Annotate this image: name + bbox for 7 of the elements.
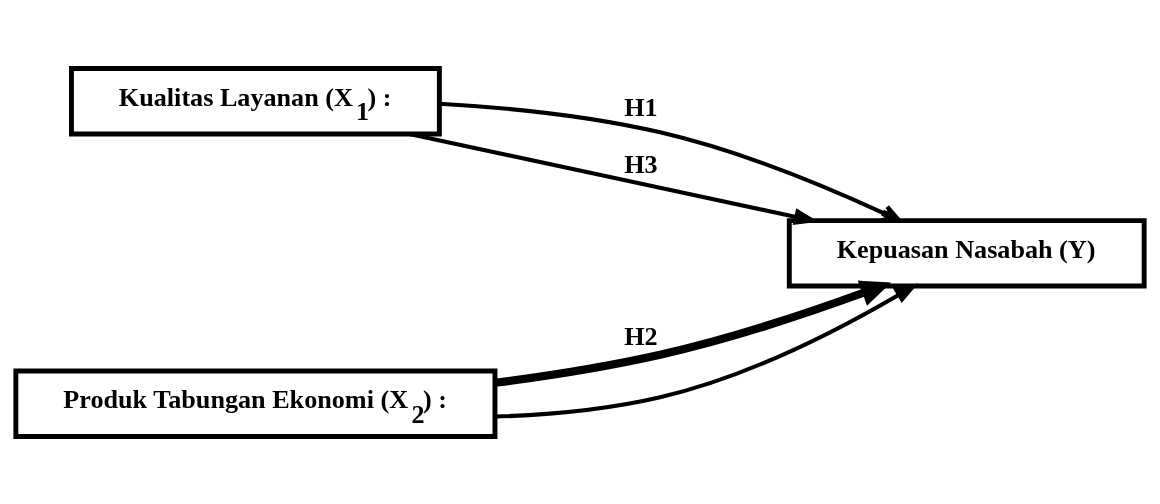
arrow (494, 280, 892, 387)
edge-label: H2 (624, 321, 658, 351)
arrow (495, 282, 919, 419)
edge-label: H3 (624, 149, 658, 179)
node-box: Kepuasan Nasabah (Y) (786, 217, 1147, 288)
edge-label: H1 (624, 92, 658, 122)
arrow (439, 101, 902, 222)
